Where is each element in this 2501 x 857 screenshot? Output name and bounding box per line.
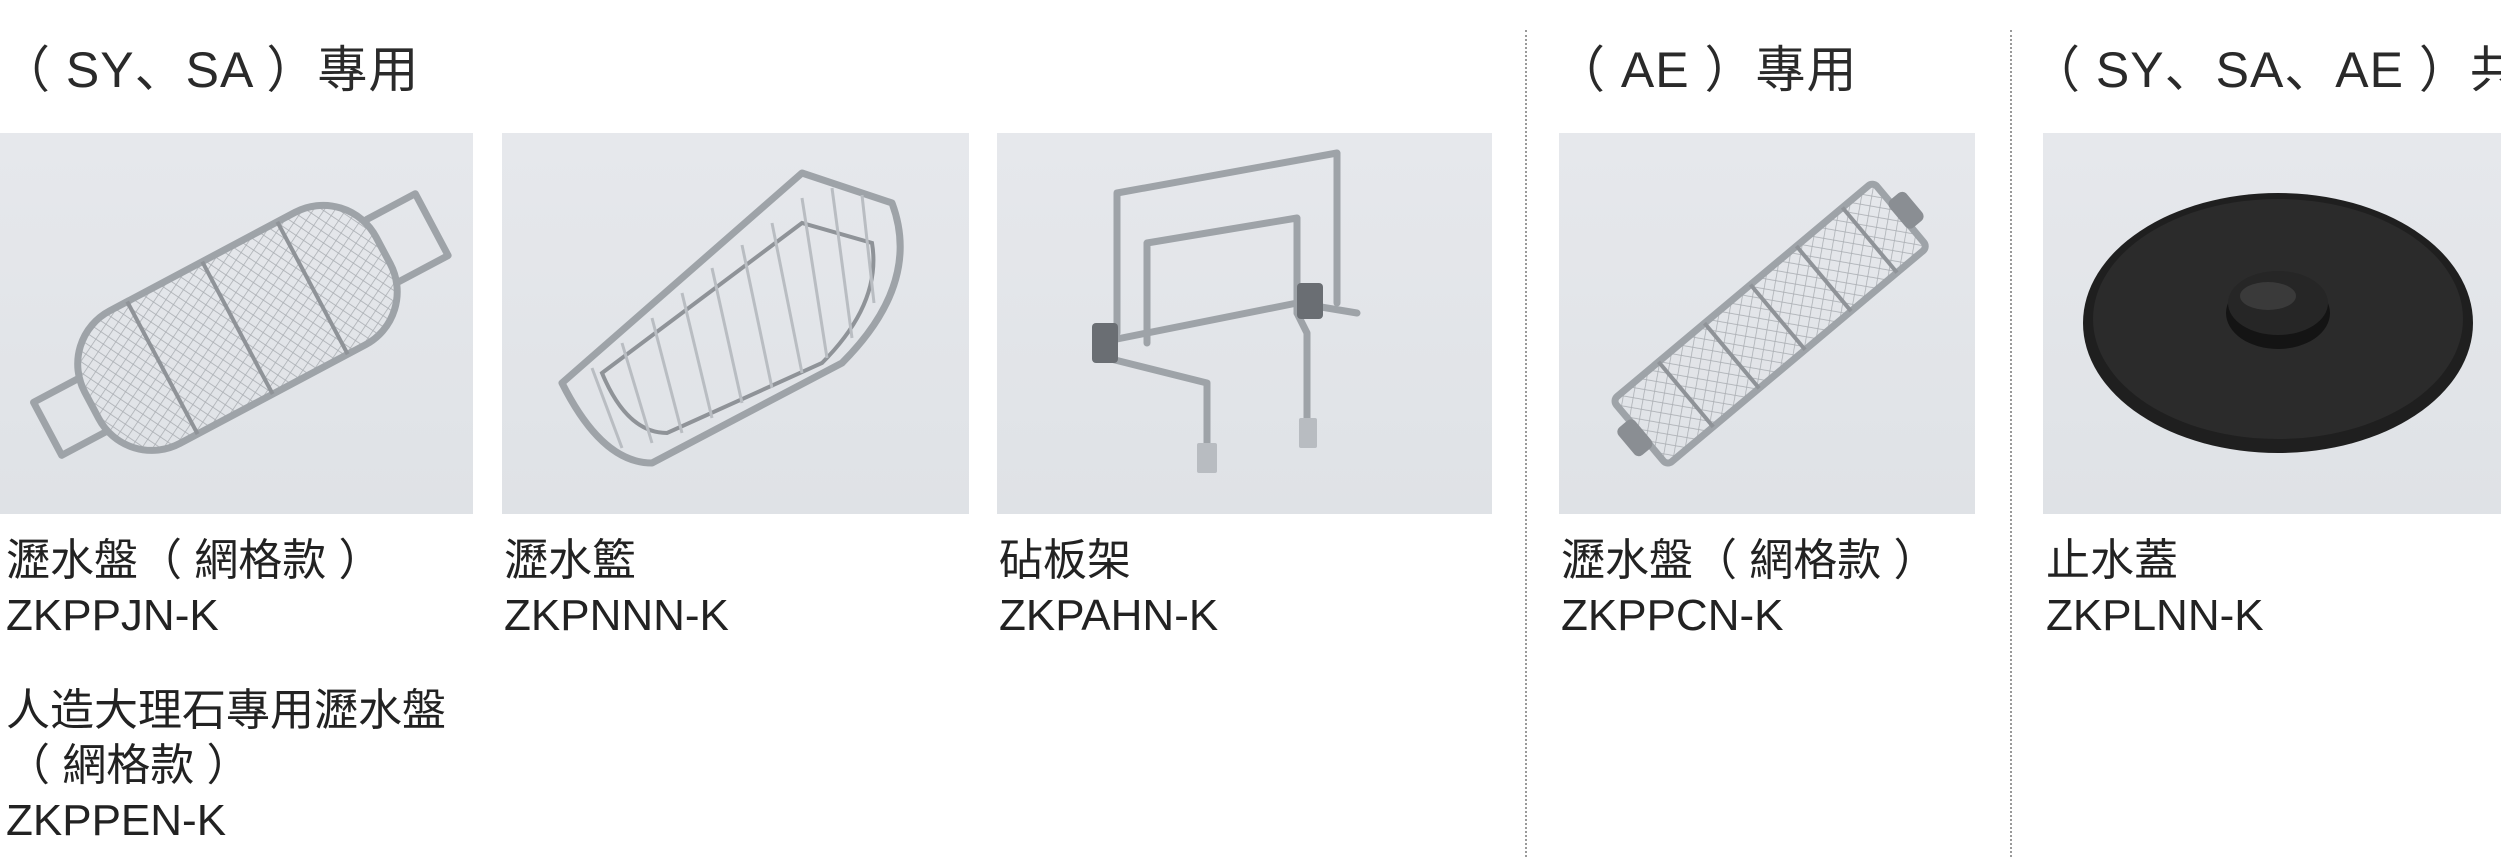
product-photo-mesh-drain-tray[interactable] [0, 133, 473, 514]
product-name: 瀝水籃 [504, 536, 636, 585]
cutting-board-rack-icon [1092, 149, 1361, 473]
product-caption: 人造大理石專用瀝水盤 （ 網格款 ） ZKPPEN-K [6, 683, 446, 848]
section-title-ae: （ AE ）專用 [1555, 42, 1858, 98]
section-divider [2010, 30, 2012, 857]
product-code: ZKPLNN-K [2046, 591, 2264, 640]
product-name: 瀝水盤（ 網格款 ） [1561, 536, 1938, 585]
section-title-shared: （ SY、SA、AE ）共用 [2030, 42, 2501, 98]
product-photo-narrow-mesh-tray[interactable] [1559, 133, 1975, 514]
product-name-line2: （ 網格款 ） [6, 741, 251, 790]
product-name: 止水蓋 [2046, 536, 2178, 585]
product-photo-cutting-board-rack[interactable] [997, 133, 1492, 514]
product-caption: 砧板架 ZKPAHN-K [999, 533, 1218, 643]
section-title-sy-sa: （ SY、SA ）專用 [0, 42, 420, 98]
drain-basket-icon [558, 169, 904, 467]
narrow-mesh-tray-icon [1611, 180, 1929, 467]
product-code: ZKPAHN-K [999, 591, 1219, 640]
product-caption: 瀝水盤（ 網格款 ） ZKPPCN-K [1561, 533, 1937, 643]
product-code: ZKPPEN-K [6, 796, 227, 845]
product-name-line1: 人造大理石專用瀝水盤 [6, 686, 446, 735]
product-photo-drain-basket[interactable] [502, 133, 969, 514]
product-code: ZKPNNN-K [504, 591, 729, 640]
product-caption: 止水蓋 ZKPLNN-K [2046, 533, 2264, 643]
mesh-drain-tray-icon [30, 190, 452, 459]
product-name: 瀝水盤（ 網格款 ） [6, 536, 383, 585]
product-caption: 瀝水籃 ZKPNNN-K [504, 533, 729, 643]
product-photo-drain-stopper-cap[interactable] [2043, 133, 2501, 514]
drain-stopper-cap-icon [2083, 193, 2473, 453]
product-name: 砧板架 [999, 536, 1131, 585]
product-code: ZKPPCN-K [1561, 591, 1784, 640]
product-caption: 瀝水盤（ 網格款 ） ZKPPJN-K [6, 533, 382, 643]
product-code: ZKPPJN-K [6, 591, 219, 640]
section-divider [1525, 30, 1527, 857]
